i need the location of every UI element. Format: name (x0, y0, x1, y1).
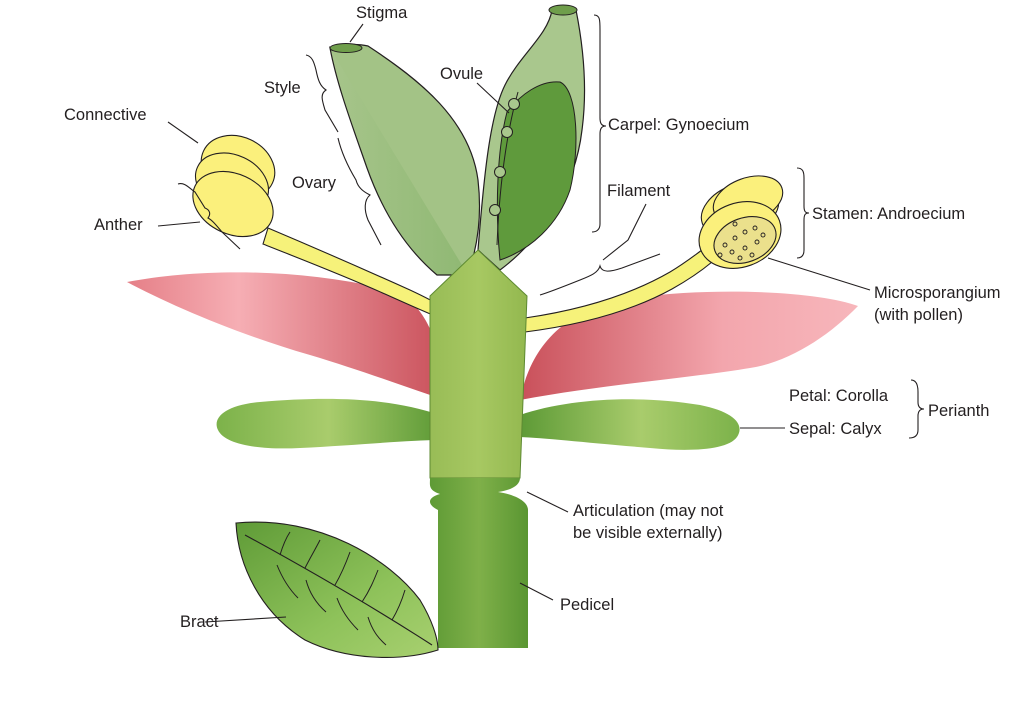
pollen-grains (717, 221, 766, 261)
label-stigma: Stigma (356, 4, 408, 22)
ovule-4 (489, 204, 501, 216)
label-articulation-line2: be visible externally) (573, 524, 722, 542)
anther-left (192, 134, 276, 238)
label-sepal: Sepal: Calyx (789, 420, 882, 438)
label-pedicel: Pedicel (560, 596, 614, 614)
label-petal: Petal: Corolla (789, 387, 889, 405)
brackets (177, 14, 925, 439)
label-microsporangium-line2: (with pollen) (874, 306, 963, 324)
ovule-1 (508, 98, 520, 110)
carpel-right (477, 4, 586, 271)
label-stamen: Stamen: Androecium (812, 205, 965, 223)
petal-left (127, 272, 445, 400)
receptacle (429, 249, 528, 479)
label-anther: Anther (94, 216, 143, 234)
sepal-left (216, 398, 440, 449)
petal-right (520, 291, 858, 400)
label-connective: Connective (64, 106, 147, 124)
stamen-right (524, 175, 784, 333)
stigma-left-surface (329, 43, 363, 53)
stigma-right-surface (548, 4, 578, 16)
anther-right (698, 175, 784, 269)
label-perianth: Perianth (928, 402, 989, 420)
label-ovule: Ovule (440, 65, 483, 83)
stamen-left (192, 134, 441, 319)
label-filament: Filament (607, 182, 671, 200)
label-carpel: Carpel: Gynoecium (608, 116, 749, 134)
pedicel (429, 478, 528, 648)
label-style: Style (264, 79, 301, 97)
carpel-left (328, 43, 481, 276)
label-bract: Bract (180, 613, 219, 631)
label-ovary: Ovary (292, 174, 337, 192)
ovule-2 (501, 126, 513, 138)
labels: Stigma Style Ovule Carpel: Gynoecium Con… (64, 4, 1001, 631)
bract (235, 521, 439, 658)
ovule-3 (494, 166, 506, 178)
sepal-right (520, 399, 740, 450)
ovules (489, 98, 520, 216)
microsporangium-cavity (713, 216, 777, 264)
leader-lines (157, 23, 871, 623)
label-microsporangium-line1: Microsporangium (874, 284, 1001, 302)
label-articulation-line1: Articulation (may not (573, 502, 724, 520)
